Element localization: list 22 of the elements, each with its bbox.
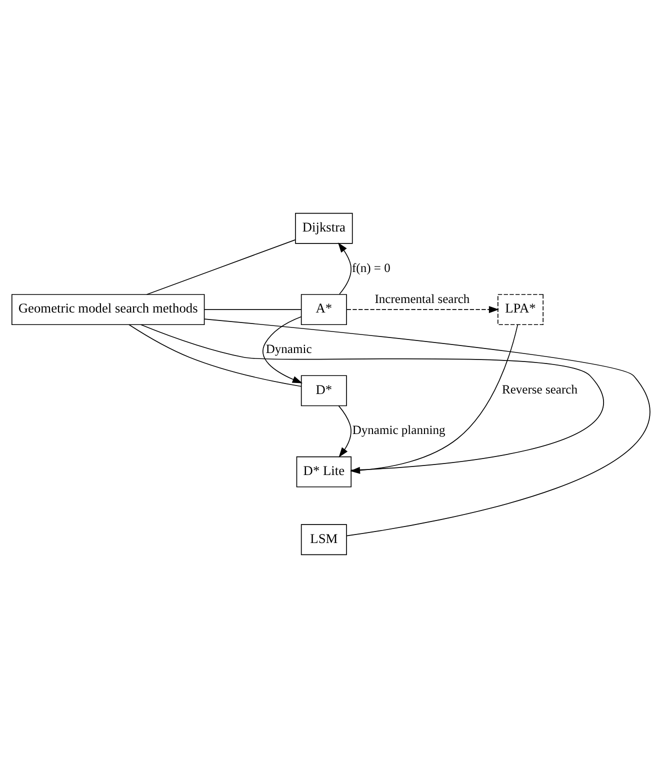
edge-label: Dynamic bbox=[266, 342, 312, 356]
node-box: D* bbox=[300, 374, 347, 406]
node-box: LSM bbox=[300, 524, 347, 555]
edge-label: f(n) = 0 bbox=[352, 260, 390, 274]
arrow bbox=[338, 242, 352, 294]
connector bbox=[128, 324, 302, 386]
node-box: A* bbox=[300, 294, 347, 325]
node-box: Geometric model search methods bbox=[11, 294, 205, 325]
connector bbox=[204, 318, 650, 536]
arrow bbox=[350, 324, 518, 474]
arrow bbox=[338, 404, 352, 457]
connector bbox=[140, 324, 604, 470]
node-box: LPA* bbox=[498, 294, 544, 325]
connector bbox=[146, 238, 296, 294]
arrow bbox=[346, 306, 499, 313]
arrow bbox=[262, 316, 302, 383]
connector bbox=[204, 308, 302, 310]
node-box: Dijkstra bbox=[295, 212, 353, 244]
edge-label: Incremental search bbox=[374, 291, 470, 306]
edge-label: Reverse search bbox=[502, 382, 578, 396]
node-box: D* Lite bbox=[296, 456, 352, 487]
edge-label: Dynamic planning bbox=[352, 422, 446, 437]
